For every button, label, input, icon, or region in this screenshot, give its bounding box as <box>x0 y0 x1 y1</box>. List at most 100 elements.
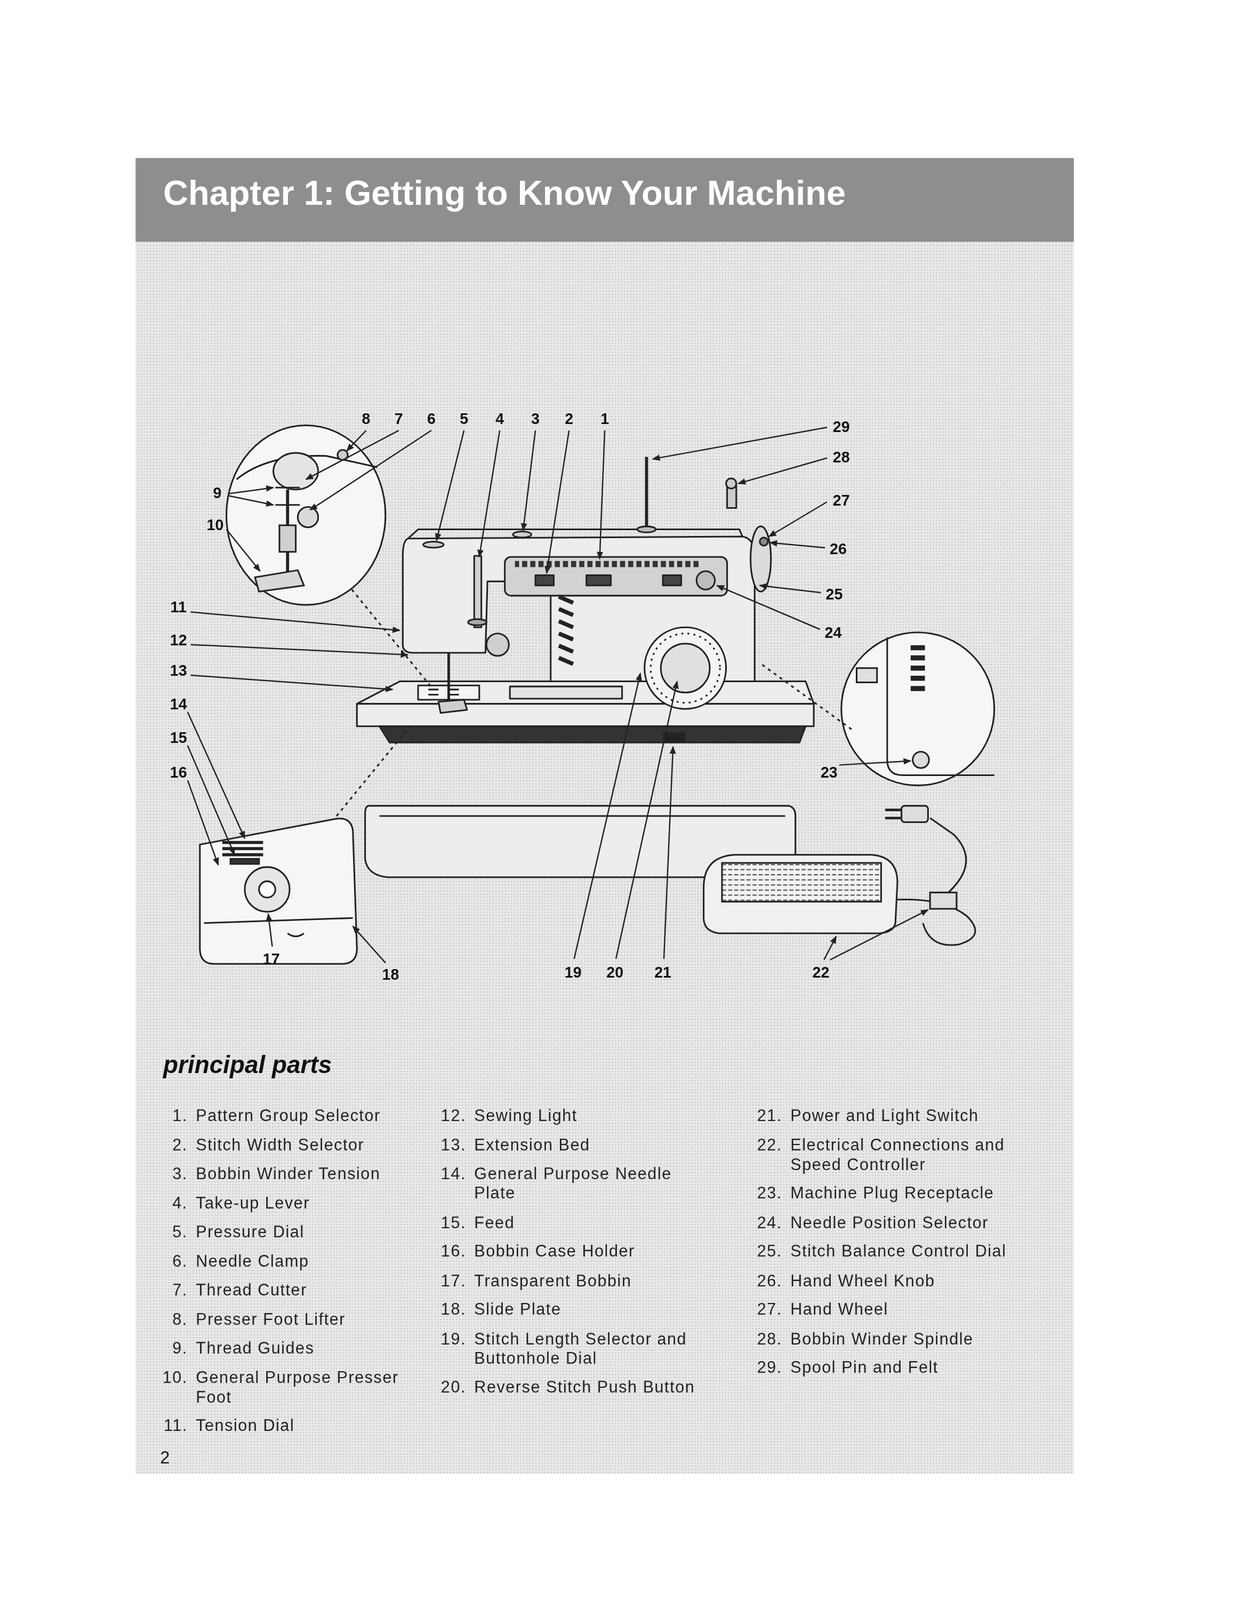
part-name: Stitch Width Selector <box>195 1134 421 1154</box>
part-name: Pressure Dial <box>195 1221 421 1241</box>
callout-number: 20 <box>606 964 624 980</box>
machine-illustration <box>663 733 685 742</box>
part-number: 12. <box>431 1105 467 1125</box>
needle-area-inset <box>226 425 434 690</box>
receptacle-inset <box>856 668 878 683</box>
leader-line <box>228 495 274 505</box>
callout-number: 9 <box>212 484 222 501</box>
part-name: Pattern Group Selector <box>195 1105 421 1125</box>
leader-line <box>436 430 465 541</box>
needle-plate-inset <box>336 726 411 816</box>
machine-illustration <box>726 478 737 489</box>
parts-list-item: 13. Extension Bed <box>431 1134 699 1154</box>
parts-list-item: 8. Presser Foot Lifter <box>153 1309 421 1329</box>
foot-controller <box>929 817 967 893</box>
machine-illustration <box>750 526 772 592</box>
callout-number: 19 <box>564 964 582 980</box>
needle-area-inset <box>275 487 300 505</box>
leader-line <box>226 529 261 572</box>
part-number: 19. <box>431 1328 467 1368</box>
parts-list-item: 18.Slide Plate <box>431 1299 699 1319</box>
part-name: Presser Foot Lifter <box>195 1309 421 1329</box>
needle-plate-inset <box>199 818 358 965</box>
machine-illustration <box>650 633 720 703</box>
leader-line <box>187 427 928 963</box>
leader-line <box>615 681 678 959</box>
part-name: Hand Wheel <box>790 1299 1015 1319</box>
part-number: 20. <box>431 1376 467 1396</box>
page-number: 2 <box>159 1448 170 1469</box>
machine-illustration <box>379 726 806 743</box>
leader-line <box>306 430 399 480</box>
part-name: Extension Bed <box>474 1134 699 1154</box>
part-number: 8. <box>153 1309 188 1329</box>
part-name: Thread Guides <box>195 1337 421 1358</box>
part-name: Power and Light Switch <box>790 1105 1015 1125</box>
callout-number: 6 <box>427 410 436 427</box>
parts-list-item: 9.Thread Guides <box>153 1337 421 1358</box>
receptacle-inset <box>759 662 852 729</box>
leader-line <box>768 501 828 537</box>
leader-line <box>830 909 929 960</box>
callout-number: 11 <box>170 599 187 615</box>
needle-plate-inset <box>199 726 411 965</box>
callout-number: 24 <box>824 624 842 640</box>
part-number: 28. <box>747 1328 783 1348</box>
machine-illustration <box>486 633 509 656</box>
part-name: Stitch Balance Control Dial <box>790 1241 1015 1261</box>
foot-controller <box>703 854 898 934</box>
callout-number: 18 <box>382 966 400 982</box>
part-number: 2. <box>153 1134 188 1154</box>
machine-illustration <box>535 575 554 586</box>
callout-number: 4 <box>495 410 504 427</box>
parts-list-item: 4.Take-up Lever <box>153 1192 421 1213</box>
part-name: Feed <box>474 1212 699 1232</box>
callout-number: 7 <box>394 410 404 427</box>
foot-controller <box>885 809 902 818</box>
part-name: Bobbin Case Holder <box>474 1241 699 1261</box>
part-number: 24. <box>747 1212 783 1232</box>
leader-line <box>652 427 828 459</box>
callout-number: 25 <box>825 586 843 602</box>
part-name: Bobbin Winder Spindle <box>790 1328 1015 1348</box>
parts-column: 12.Sewing Light13.Extension Bed14.Genera… <box>431 1105 699 1406</box>
receptacle-inset <box>841 632 995 786</box>
leader-line <box>823 936 837 960</box>
part-number: 16. <box>431 1241 467 1261</box>
part-name: Tension Dial <box>195 1415 421 1435</box>
leader-line <box>309 430 432 510</box>
machine-illustration <box>447 652 451 702</box>
chapter-title: Chapter 1: Getting to Know Your Machine <box>163 173 846 214</box>
leader-line <box>546 430 569 574</box>
machine-illustration <box>645 456 649 531</box>
needle-area-inset <box>226 425 386 606</box>
needle-area-inset <box>273 452 319 490</box>
callout-number: 27 <box>832 492 850 508</box>
part-name: General Purpose Needle Plate <box>474 1163 699 1203</box>
part-name: Needle Clamp <box>195 1250 421 1271</box>
part-number: 25. <box>747 1241 783 1261</box>
parts-list-item: 20.Reverse Stitch Push Button <box>431 1376 699 1396</box>
part-name: Needle Position Selector <box>790 1212 1015 1232</box>
parts-list-item: 15.Feed <box>431 1212 699 1232</box>
parts-list-item: 22.Electrical Connections and Speed Cont… <box>747 1134 1015 1174</box>
needle-area-inset <box>297 507 318 528</box>
part-number: 13. <box>431 1134 467 1154</box>
part-number: 4. <box>153 1192 188 1213</box>
machine-illustration <box>644 627 727 709</box>
callout-number: 26 <box>829 541 847 557</box>
parts-list-item: 21.Power and Light Switch <box>747 1105 1015 1125</box>
parts-list-item: 26.Hand Wheel Knob <box>747 1270 1015 1290</box>
machine-illustration <box>379 814 785 817</box>
needle-plate-inset <box>287 933 304 937</box>
machine-illustration <box>428 689 459 695</box>
needle-area-inset <box>279 525 296 552</box>
callout-number: 8 <box>362 410 371 427</box>
callout-number: 5 <box>459 410 469 427</box>
foot-controller <box>703 805 976 945</box>
page-ground <box>135 157 1074 1474</box>
parts-list-item: 11.Tension Dial <box>153 1415 421 1435</box>
receptacle-inset <box>887 637 995 775</box>
part-name: General Purpose Presser Foot <box>195 1367 421 1407</box>
part-name: Hand Wheel Knob <box>790 1270 1015 1290</box>
